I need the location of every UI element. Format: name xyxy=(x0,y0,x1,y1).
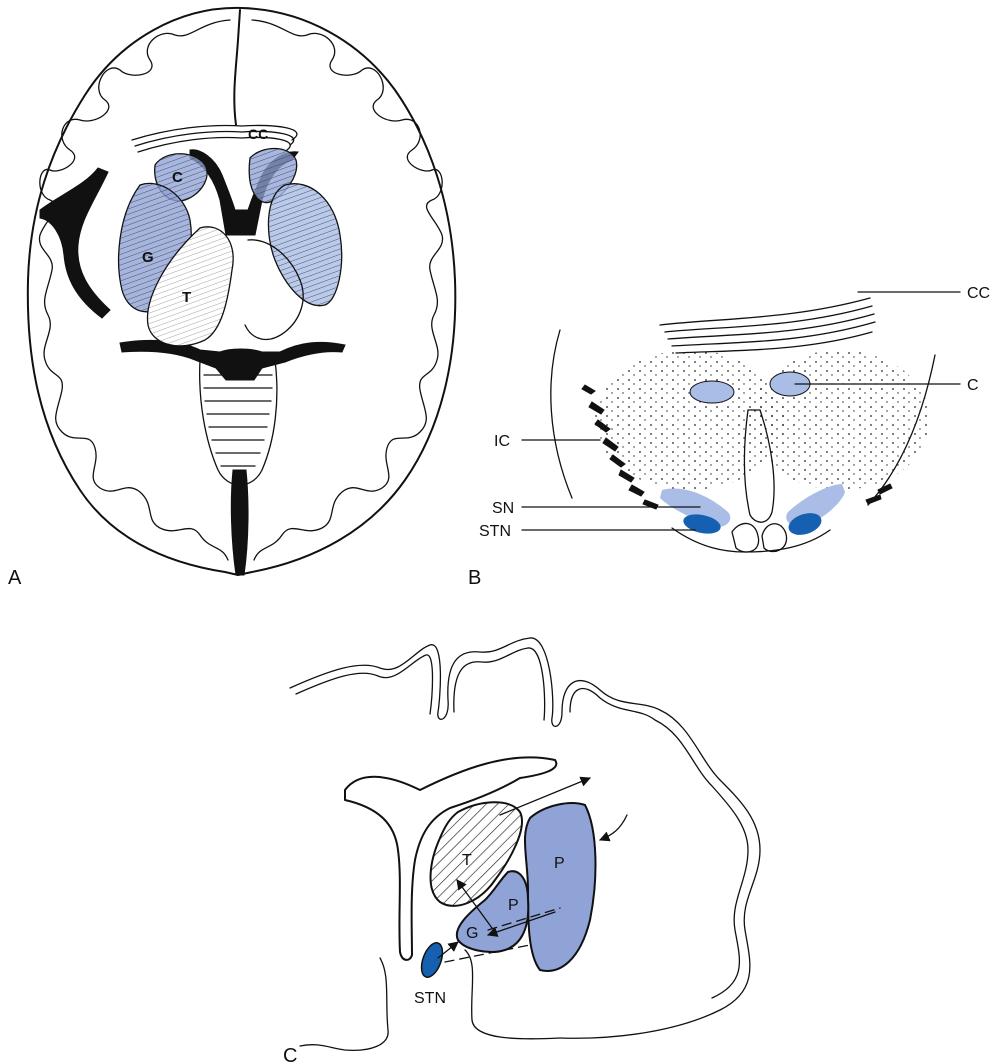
panel-b-coronal-section: CC C IC SN STN B xyxy=(468,285,990,589)
panel-c-g-label: G xyxy=(466,925,478,942)
panel-a-t-label: T xyxy=(182,289,191,306)
panel-a-letter: A xyxy=(8,567,22,589)
panel-c-p-outer-label: P xyxy=(554,855,565,872)
panel-c-letter: C xyxy=(283,1045,297,1064)
panel-c-p-inner-label: P xyxy=(508,897,519,914)
left-caudate-b xyxy=(690,381,734,403)
putamen-c xyxy=(525,803,596,971)
panel-c-t-label: T xyxy=(462,852,472,869)
third-ventricle-area xyxy=(120,340,345,380)
panel-b-cc-label: CC xyxy=(967,285,990,302)
panel-b-stn-label: STN xyxy=(479,523,511,540)
callosal-fibers xyxy=(660,298,875,353)
panel-c-circuit-schematic: T P P G STN C xyxy=(283,638,760,1064)
left-sylvian-fissure xyxy=(40,168,110,318)
panel-b-ic-label: IC xyxy=(494,433,510,450)
longitudinal-fissure-posterior xyxy=(231,470,248,575)
panel-b-letter: B xyxy=(468,567,481,589)
panel-b-sn-label: SN xyxy=(492,500,514,517)
lower-contour-left xyxy=(300,958,388,1050)
panel-c-stn-label: STN xyxy=(414,990,446,1007)
longitudinal-fissure-anterior xyxy=(234,10,240,125)
mammillary-bodies xyxy=(732,523,787,552)
vermis-folia xyxy=(204,375,272,466)
left-hemisphere-edge xyxy=(551,330,572,498)
panel-a-c-label: C xyxy=(172,169,183,186)
panel-a-cc-label: CC xyxy=(248,126,268,142)
right-gray-field xyxy=(750,350,930,490)
right-cortex-gyri xyxy=(252,20,443,560)
subthalamic-nucleus-c xyxy=(417,940,446,980)
panel-a-g-label: G xyxy=(142,249,154,266)
panel-a-brain-axial: CC C G T A xyxy=(8,8,455,589)
arrow-cortex-to-putamen xyxy=(600,815,627,840)
panel-b-c-label: C xyxy=(967,377,979,394)
